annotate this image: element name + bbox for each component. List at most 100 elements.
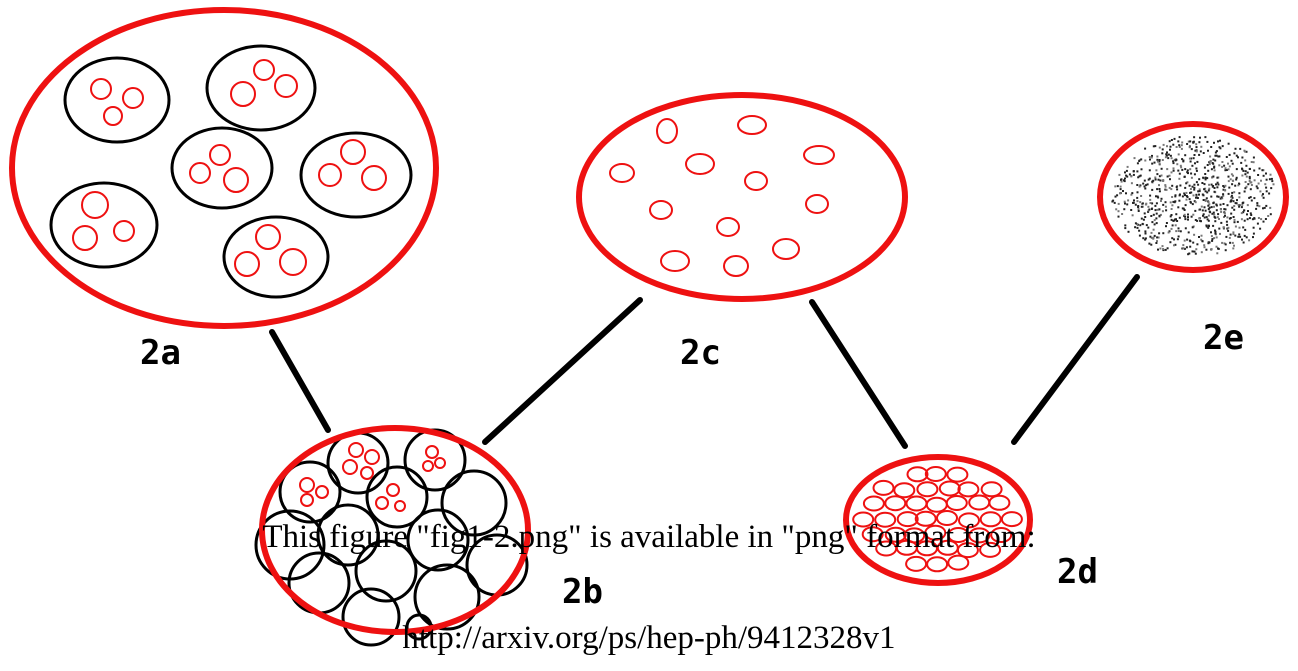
noise-dot bbox=[1189, 160, 1192, 163]
noise-dot bbox=[1228, 153, 1231, 156]
noise-dot bbox=[1158, 232, 1161, 235]
noise-dot bbox=[1212, 211, 1215, 214]
noise-dot bbox=[1191, 203, 1194, 206]
noise-dot bbox=[1137, 210, 1140, 212]
noise-dot bbox=[1126, 175, 1129, 178]
noise-dot bbox=[1158, 159, 1161, 161]
noise-dot bbox=[1261, 194, 1264, 197]
noise-dot bbox=[1162, 249, 1165, 252]
label-2e: 2e bbox=[1203, 318, 1244, 358]
noise-dot bbox=[1214, 151, 1217, 154]
noise-dot bbox=[1122, 190, 1124, 192]
noise-dot bbox=[1127, 230, 1130, 233]
noise-dot bbox=[1158, 215, 1161, 218]
noise-dot bbox=[1170, 139, 1173, 141]
noise-dot bbox=[1229, 233, 1232, 236]
noise-dot bbox=[1219, 197, 1222, 200]
noise-dot bbox=[1142, 182, 1145, 185]
noise-dot bbox=[1160, 200, 1162, 202]
noise-dot bbox=[1198, 153, 1201, 156]
noise-dot bbox=[1120, 180, 1123, 183]
noise-dot bbox=[1183, 213, 1186, 216]
noise-dot bbox=[1247, 183, 1250, 186]
noise-dot bbox=[1161, 148, 1164, 151]
noise-dot bbox=[1253, 179, 1256, 182]
noise-dot bbox=[1221, 145, 1224, 148]
noise-dot bbox=[1173, 219, 1176, 222]
noise-dot bbox=[1265, 172, 1267, 175]
noise-dot bbox=[1233, 218, 1236, 221]
noise-dot bbox=[1153, 161, 1156, 164]
particle-2d bbox=[914, 510, 937, 527]
noise-dot bbox=[1232, 174, 1234, 177]
noise-dot bbox=[1171, 204, 1174, 207]
noise-dot bbox=[1206, 218, 1209, 221]
noise-dot bbox=[1207, 169, 1210, 172]
noise-dot bbox=[1235, 178, 1238, 181]
noise-dot bbox=[1264, 218, 1267, 220]
noise-dot bbox=[1142, 237, 1145, 240]
noise-dot bbox=[1141, 222, 1144, 225]
noise-dot bbox=[1267, 215, 1270, 217]
noise-dot bbox=[1170, 227, 1173, 230]
noise-dot bbox=[1194, 209, 1197, 212]
noise-dot bbox=[1180, 144, 1183, 147]
noise-dot bbox=[1212, 175, 1215, 178]
caption-link[interactable]: http://arxiv.org/ps/hep-ph/9412328v1 bbox=[402, 620, 896, 656]
noise-dot bbox=[1249, 212, 1252, 215]
noise-dot bbox=[1143, 179, 1146, 182]
particles-2d bbox=[852, 466, 1023, 573]
noise-dot bbox=[1161, 245, 1164, 248]
noise-dot bbox=[1248, 168, 1251, 170]
noise-dot bbox=[1238, 196, 1241, 199]
noise-dot bbox=[1227, 192, 1230, 195]
noise-dot bbox=[1150, 156, 1153, 159]
noise-dot bbox=[1207, 189, 1210, 192]
noise-dot bbox=[1257, 174, 1260, 176]
noise-dot bbox=[1189, 200, 1192, 203]
noise-dot bbox=[1175, 186, 1178, 188]
noise-dot bbox=[1208, 206, 1211, 209]
caption-line-1: This figure "fig1-2.png" is available in… bbox=[262, 519, 1036, 555]
noise-dot bbox=[1234, 202, 1237, 205]
noise-dot bbox=[1161, 210, 1164, 213]
noise-dot bbox=[1177, 153, 1180, 156]
noise-dot bbox=[1241, 167, 1243, 170]
noise-dot bbox=[1175, 213, 1178, 216]
noise-dot bbox=[1151, 188, 1154, 191]
noise-dot bbox=[1223, 216, 1225, 218]
noise-dot bbox=[1269, 213, 1272, 216]
noise-dot bbox=[1197, 190, 1200, 193]
noise-dot bbox=[1218, 164, 1221, 167]
noise-dot bbox=[1201, 240, 1204, 243]
noise-dot bbox=[1132, 201, 1135, 204]
noise-dot bbox=[1217, 213, 1220, 216]
noise-dot bbox=[1170, 214, 1173, 216]
noise-dot bbox=[1180, 147, 1183, 150]
noise-dot bbox=[1262, 196, 1265, 199]
noise-dot bbox=[1124, 224, 1127, 227]
noise-dot bbox=[1216, 216, 1219, 219]
noise-dot bbox=[1169, 178, 1171, 181]
particle-2d bbox=[947, 554, 970, 571]
noise-dot bbox=[1178, 144, 1181, 147]
noise-dot bbox=[1174, 200, 1177, 203]
noise-dot bbox=[1139, 201, 1142, 204]
noise-dot bbox=[1190, 176, 1193, 179]
connector-lines bbox=[269, 274, 1140, 449]
particle-2d bbox=[852, 511, 875, 528]
noise-dot bbox=[1231, 206, 1234, 209]
noise-dot bbox=[1261, 169, 1264, 172]
particle-2d bbox=[979, 511, 1002, 528]
noise-dot bbox=[1149, 194, 1152, 197]
noise-dot bbox=[1167, 153, 1170, 156]
noise-dot bbox=[1223, 242, 1226, 245]
noise-dot bbox=[1243, 209, 1246, 212]
noise-dot bbox=[1249, 196, 1252, 199]
noise-dot bbox=[1193, 233, 1196, 236]
noise-dot bbox=[1207, 219, 1210, 222]
noise-dot bbox=[1252, 226, 1255, 229]
noise-dot bbox=[1244, 150, 1247, 153]
noise-dot bbox=[1144, 238, 1147, 241]
noise-dot bbox=[1137, 206, 1140, 208]
